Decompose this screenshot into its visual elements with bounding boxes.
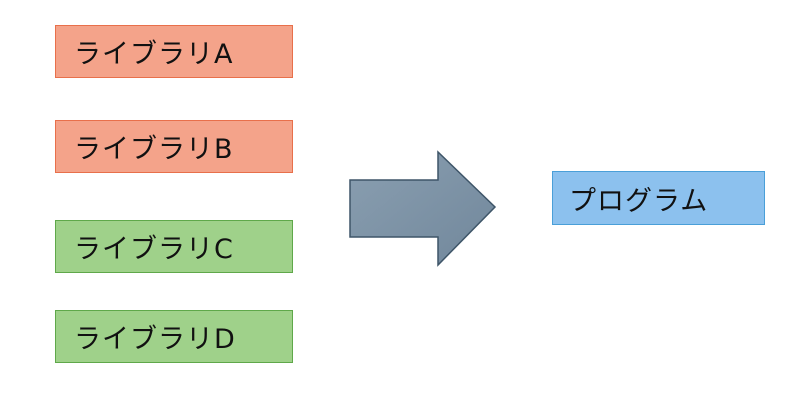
library-d-label: ライブラリD bbox=[74, 324, 236, 355]
library-b-label: ライブラリB bbox=[74, 134, 234, 165]
arrow-shape bbox=[349, 150, 497, 267]
library-c-label: ライブラリC bbox=[74, 234, 234, 265]
library-b-box: ライブラリB bbox=[55, 120, 293, 173]
program-label: プログラム bbox=[569, 185, 709, 217]
library-a-box: ライブラリA bbox=[55, 25, 293, 78]
library-c-box: ライブラリC bbox=[55, 220, 293, 273]
program-box: プログラム bbox=[552, 171, 765, 225]
library-a-label: ライブラリA bbox=[74, 39, 234, 70]
library-d-box: ライブラリD bbox=[55, 310, 293, 363]
